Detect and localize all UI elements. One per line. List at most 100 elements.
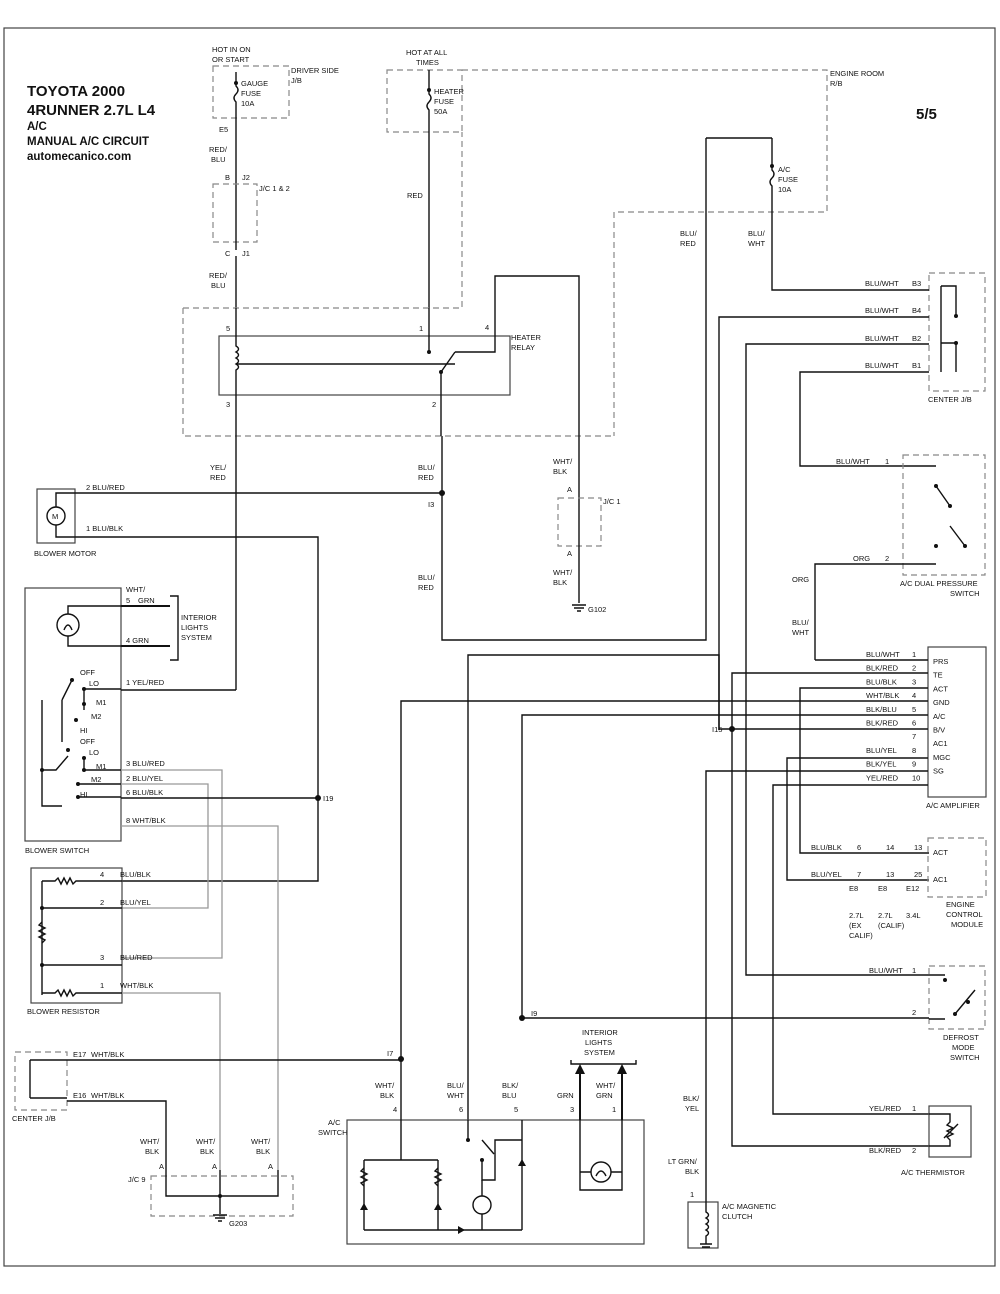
svg-text:A: A [567, 485, 572, 494]
svg-text:FUSE: FUSE [778, 175, 798, 184]
ecm-engine-note: 2.7L [878, 911, 893, 920]
svg-text:B4: B4 [912, 306, 921, 315]
ecm-pin-number: 7 [857, 870, 861, 879]
amp-pin-number: 9 [912, 760, 916, 769]
svg-text:WHT/: WHT/ [553, 457, 573, 466]
svg-text:M1: M1 [96, 698, 106, 707]
amp-wire-color: BLU/WHT [866, 650, 900, 659]
svg-text:CENTER J/B: CENTER J/B [12, 1114, 56, 1123]
gauge-fuse-label: GAUGE [241, 79, 268, 88]
svg-text:1: 1 [912, 966, 916, 975]
dual-pressure-switch-box [902, 454, 986, 576]
svg-text:B1: B1 [912, 361, 921, 370]
ac-magnetic-clutch-box [687, 1201, 719, 1249]
svg-text:4: 4 [100, 870, 104, 879]
svg-text:BLU/YEL: BLU/YEL [811, 870, 842, 879]
svg-text:SYSTEM: SYSTEM [181, 633, 212, 642]
engine-rb-box-left [386, 69, 463, 133]
svg-text:ACT: ACT [933, 848, 948, 857]
svg-text:4: 4 [393, 1105, 397, 1114]
page-border [3, 27, 996, 1267]
svg-text:LT GRN/: LT GRN/ [668, 1157, 698, 1166]
svg-text:INTERIOR: INTERIOR [181, 613, 217, 622]
ecm-engine-note: 3.4L [906, 911, 921, 920]
svg-text:BLU/WHT: BLU/WHT [865, 334, 899, 343]
svg-text:BLU/BLK: BLU/BLK [120, 870, 151, 879]
svg-text:HI: HI [80, 790, 88, 799]
ecm-engine-note: CALIF) [849, 931, 873, 940]
svg-text:WHT/: WHT/ [140, 1137, 160, 1146]
svg-text:BLU/BLK: BLU/BLK [811, 843, 842, 852]
amp-pin-number: 6 [912, 719, 916, 728]
amp-pin-number: 3 [912, 677, 916, 686]
svg-text:2 BLU/RED: 2 BLU/RED [86, 483, 125, 492]
svg-text:TIMES: TIMES [416, 58, 439, 67]
ecm-engine-note: (EX [849, 921, 862, 930]
svg-text:WHT/: WHT/ [375, 1081, 395, 1090]
svg-text:3: 3 [100, 953, 104, 962]
center-jb-right-box [928, 272, 986, 392]
svg-text:RED: RED [680, 239, 696, 248]
svg-text:A: A [268, 1162, 273, 1171]
svg-text:SWITCH: SWITCH [318, 1128, 348, 1137]
svg-text:WHT: WHT [792, 628, 809, 637]
heater-relay-box [218, 335, 511, 396]
driver-jb-label: DRIVER SIDE [291, 66, 339, 75]
hot-in-on-label-2: OR START [212, 55, 250, 64]
svg-text:J/C 1 & 2: J/C 1 & 2 [259, 184, 290, 193]
ecm-connector: E12 [906, 884, 919, 893]
svg-text:OFF: OFF [80, 668, 95, 677]
svg-text:YEL: YEL [685, 1104, 699, 1113]
svg-text:GRN: GRN [596, 1091, 613, 1100]
svg-text:LO: LO [89, 748, 99, 757]
svg-text:RED: RED [418, 473, 434, 482]
svg-text:WHT/BLK: WHT/BLK [91, 1050, 124, 1059]
svg-text:SWITCH: SWITCH [950, 589, 980, 598]
svg-text:1: 1 [690, 1190, 694, 1199]
svg-text:BLK: BLK [553, 578, 567, 587]
amp-wire-color: WHT/BLK [866, 691, 899, 700]
svg-text:B: B [225, 173, 230, 182]
svg-text:LIGHTS: LIGHTS [585, 1038, 612, 1047]
ecm-pin-number: 14 [886, 843, 894, 852]
amp-wire-color: YEL/RED [866, 773, 899, 782]
svg-text:M1: M1 [96, 762, 106, 771]
ac-thermistor-box [928, 1105, 972, 1158]
driver-jb-box [212, 65, 290, 119]
heater-fuse-symbol [426, 70, 432, 308]
svg-text:3: 3 [570, 1105, 574, 1114]
svg-text:BLK: BLK [685, 1167, 699, 1176]
svg-text:ORG: ORG [853, 554, 870, 563]
amp-pin-number: 8 [912, 746, 916, 755]
title-line4: MANUAL A/C CIRCUIT [27, 136, 149, 148]
arrow-up-icon [575, 1064, 585, 1074]
amp-pin-name: PRS [933, 657, 948, 666]
g203-ground-icon [213, 1214, 227, 1222]
svg-text:INTERIOR: INTERIOR [582, 1028, 618, 1037]
svg-text:BLU/: BLU/ [418, 463, 436, 472]
heater-relay-enclosure [182, 132, 614, 437]
svg-text:1: 1 [885, 457, 889, 466]
svg-text:G203: G203 [229, 1219, 247, 1228]
svg-text:FUSE: FUSE [434, 97, 454, 106]
svg-text:BLU/: BLU/ [447, 1081, 465, 1090]
svg-text:OFF: OFF [80, 737, 95, 746]
title-line3: A/C [27, 121, 47, 133]
svg-text:2: 2 [432, 400, 436, 409]
svg-text:1 BLU/BLK: 1 BLU/BLK [86, 524, 123, 533]
amp-wire-color: BLK/RED [866, 719, 899, 728]
svg-text:I9: I9 [531, 1009, 537, 1018]
svg-text:2: 2 [100, 898, 104, 907]
svg-text:RED/: RED/ [209, 145, 228, 154]
svg-text:I19: I19 [323, 794, 333, 803]
amp-pin-number: 2 [912, 664, 916, 673]
svg-text:8 WHT/BLK: 8 WHT/BLK [126, 816, 166, 825]
svg-text:3: 3 [226, 400, 230, 409]
svg-text:HEATER: HEATER [511, 333, 541, 342]
svg-text:BLK: BLK [553, 467, 567, 476]
svg-text:BLU/: BLU/ [680, 229, 698, 238]
svg-text:WHT: WHT [447, 1091, 464, 1100]
svg-text:5: 5 [226, 324, 230, 333]
amp-pin-number: 4 [912, 691, 916, 700]
